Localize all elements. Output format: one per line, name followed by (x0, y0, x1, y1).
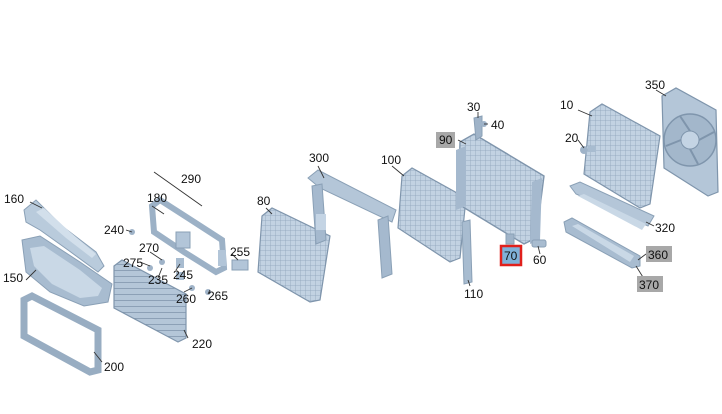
callout-270[interactable]: 270 (139, 241, 159, 255)
part-30-bracket[interactable] (473, 115, 483, 141)
svg-text:370: 370 (639, 278, 659, 292)
part-160-upper-trim[interactable] (23, 199, 105, 273)
part-360-370-lower-guide[interactable] (563, 217, 641, 269)
part-70-plug[interactable] (505, 233, 515, 245)
callout-20[interactable]: 20 (565, 131, 579, 145)
part-10-aux-radiator[interactable] (583, 103, 661, 209)
callout-370-tag[interactable]: 370 (637, 276, 663, 292)
part-20-sensor[interactable] (580, 146, 596, 154)
callout-labels: 10 20 30 40 60 70 80 90 100 110 150 160 … (3, 78, 675, 374)
callout-70-selected[interactable]: 70 (499, 244, 523, 267)
part-300-radiator-frame[interactable] (307, 169, 397, 279)
callout-240[interactable]: 240 (104, 223, 124, 237)
part-200-frame-seal[interactable] (20, 292, 102, 376)
callout-300[interactable]: 300 (309, 151, 329, 165)
callout-150[interactable]: 150 (3, 271, 23, 285)
callout-200[interactable]: 200 (104, 360, 124, 374)
part-220-shutter-grille[interactable] (113, 259, 187, 343)
callout-260[interactable]: 260 (176, 292, 196, 306)
callout-100[interactable]: 100 (381, 153, 401, 167)
part-main-radiator[interactable] (456, 133, 545, 245)
callout-90-tag[interactable]: 90 (436, 132, 455, 148)
part-110-side-seal[interactable] (461, 219, 473, 285)
leader-lines (25, 89, 667, 363)
callout-110[interactable]: 110 (464, 287, 483, 301)
callout-255[interactable]: 255 (230, 245, 250, 259)
svg-text:70: 70 (504, 249, 518, 263)
callout-40[interactable]: 40 (491, 118, 505, 132)
callout-30[interactable]: 30 (467, 100, 481, 114)
svg-text:360: 360 (648, 248, 668, 262)
part-80-condenser[interactable] (257, 207, 331, 303)
callout-235[interactable]: 235 (148, 273, 168, 287)
callout-220[interactable]: 220 (192, 337, 212, 351)
callout-180[interactable]: 180 (147, 191, 167, 205)
callout-360-tag[interactable]: 360 (646, 246, 672, 262)
callout-60[interactable]: 60 (533, 253, 547, 267)
callout-290[interactable]: 290 (181, 172, 201, 186)
part-350-fan-shroud[interactable] (661, 87, 719, 197)
svg-text:90: 90 (439, 133, 453, 147)
callout-275[interactable]: 275 (123, 256, 143, 270)
part-320-air-guide[interactable] (569, 181, 655, 230)
callout-320[interactable]: 320 (655, 221, 675, 235)
callout-80[interactable]: 80 (257, 194, 271, 208)
part-100-radiator[interactable] (397, 167, 467, 263)
callout-245[interactable]: 245 (173, 268, 193, 282)
part-180-bracket[interactable] (148, 196, 228, 276)
part-150-air-duct[interactable] (21, 235, 113, 307)
callout-10[interactable]: 10 (560, 98, 574, 112)
callout-265[interactable]: 265 (208, 289, 228, 303)
callout-160[interactable]: 160 (4, 192, 24, 206)
part-small-fasteners[interactable] (129, 229, 249, 295)
callout-350[interactable]: 350 (645, 78, 665, 92)
part-60-clip[interactable] (531, 239, 547, 248)
